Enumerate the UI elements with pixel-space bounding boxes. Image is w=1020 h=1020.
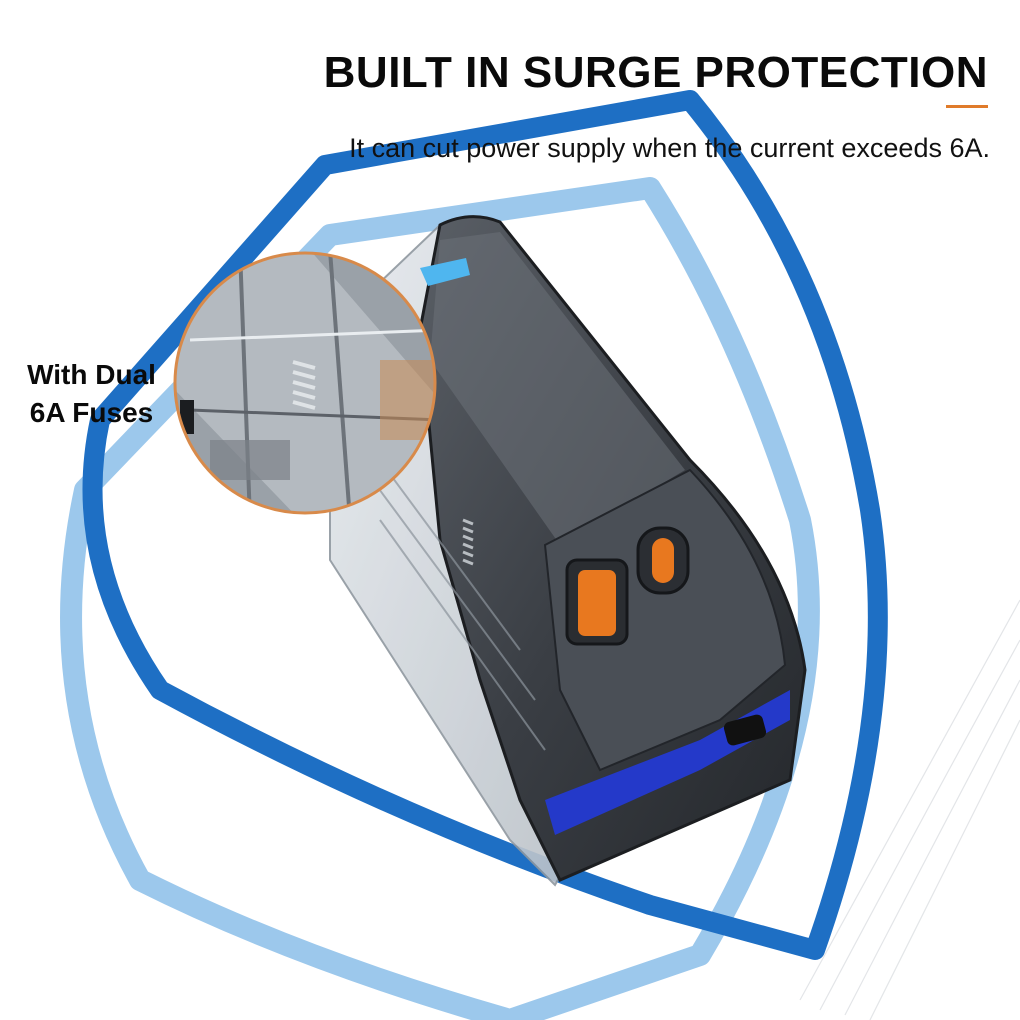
page-subtitle: It can cut power supply when the current… [349,133,990,163]
fuse-callout-line-1: With Dual [27,359,156,390]
usb-a-port-icon [565,558,629,646]
fuse-zoom-lens [173,251,437,515]
page-title: BUILT IN SURGE PROTECTION [323,48,988,97]
fuse-spring-icon [292,360,316,410]
power-strip-device [329,215,807,887]
usb-c-port-icon [636,526,690,595]
title-accent-bar [946,105,988,108]
shield-outline-icon [82,90,888,960]
shield-outline-icon [60,177,820,1020]
fuse-spring-icon [462,518,474,566]
fuse-callout: With Dual 6A Fuses [14,356,169,432]
fuse-callout-line-2: 6A Fuses [29,397,154,428]
decorative-waves [799,599,1020,1020]
